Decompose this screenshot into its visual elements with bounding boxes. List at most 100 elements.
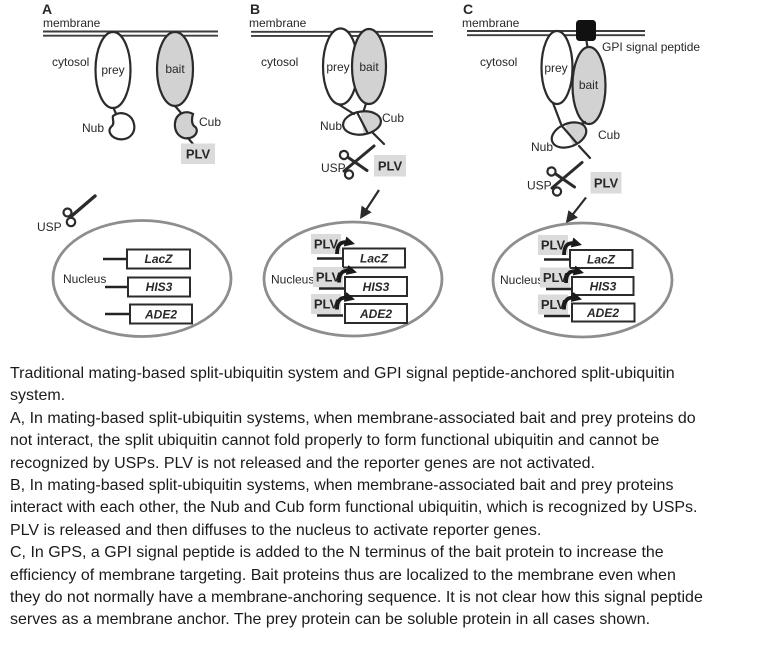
gene-box <box>126 248 191 270</box>
plv-label: PLV <box>186 147 211 162</box>
plv-label: PLV <box>316 270 341 285</box>
caption-line: B, In mating-based split-ubiquitin syste… <box>10 477 674 495</box>
plv-label: PLV <box>314 237 339 252</box>
prey-nub-link <box>336 102 356 116</box>
caption-line: A, In mating-based split-ubiquitin syste… <box>10 409 696 427</box>
nub-label: Nub <box>82 121 104 135</box>
scissors-handle <box>338 149 350 161</box>
caption-line: efficiency of membrane targeting. Bait p… <box>10 566 676 584</box>
caption-line: Traditional mating-based split-ubiquitin… <box>10 365 675 382</box>
plv-box <box>590 172 622 194</box>
prey-ellipse <box>540 29 574 106</box>
plv-box <box>374 155 406 177</box>
bait-ellipse <box>571 45 607 126</box>
nucleus-label: Nucleus <box>271 273 314 287</box>
cub-label: Cub <box>598 128 620 142</box>
plv-label: PLV <box>314 297 339 312</box>
caption-line: they do not normally have a membrane-anc… <box>10 589 703 607</box>
bait-ellipse <box>350 27 388 106</box>
plv-box <box>181 143 215 164</box>
plv-label: PLV <box>541 238 566 253</box>
plv-nuclear-box <box>538 294 568 315</box>
nucleus-label: Nucleus <box>500 273 543 287</box>
scissors-icon <box>338 144 376 180</box>
transcription-arrow-icon <box>564 265 584 284</box>
bait-label: bait <box>359 60 379 74</box>
prey-label: prey <box>544 61 567 75</box>
caption-line: interact with each other, the Nub and Cu… <box>10 499 698 517</box>
plv-tail-link <box>577 144 592 160</box>
caption-line: recognized by USPs. PLV is not released … <box>10 454 595 472</box>
gene-label: LacZ <box>360 252 389 266</box>
transcription-arrow-icon <box>562 237 582 256</box>
gpi-label: GPI signal peptide <box>602 40 700 54</box>
nucleus-label: Nucleus <box>63 272 106 286</box>
plv-label: PLV <box>378 159 403 174</box>
figure-caption: Traditional mating-based split-ubiquitin… <box>10 363 766 632</box>
caption-line: system. <box>10 387 66 405</box>
prey-nub-link <box>551 101 563 126</box>
nub-label: Nub <box>531 140 553 154</box>
gene-box <box>344 276 408 297</box>
plv-label: PLV <box>594 176 619 191</box>
gene-label: LacZ <box>144 252 173 266</box>
gene-box <box>127 276 191 298</box>
panel-a: A membrane cytosol prey Nub bait Cub PLV… <box>37 1 233 338</box>
gene-label: HIS3 <box>363 280 390 294</box>
bait-label: bait <box>579 78 599 92</box>
panel-letter: C <box>463 1 473 17</box>
scissors-blade <box>550 161 584 190</box>
gene-box <box>571 302 636 323</box>
plv-nuclear-box <box>311 234 341 254</box>
gene-box <box>342 247 406 269</box>
scissors-handle <box>62 207 73 218</box>
gpi-square <box>576 20 596 41</box>
nub-cub-divider <box>561 125 578 144</box>
plv-label: PLV <box>543 270 568 285</box>
transcription-arrow-icon <box>337 264 357 283</box>
gene-box <box>344 303 408 324</box>
gene-label: ADE2 <box>359 307 392 321</box>
cub-label: Cub <box>382 111 404 125</box>
caption-line: serves as a membrane anchor. The prey pr… <box>10 611 651 629</box>
gene-box <box>569 249 634 269</box>
panel-b: B membrane cytosol prey bait Nub Cub USP… <box>249 1 444 338</box>
gene-label: ADE2 <box>586 306 619 320</box>
nub-label: Nub <box>320 119 342 133</box>
caption-line: C, In GPS, a GPI signal peptide is added… <box>10 544 664 562</box>
cytosol-label: cytosol <box>52 55 89 69</box>
cub-label: Cub <box>199 115 221 129</box>
release-arrow-icon <box>565 196 587 224</box>
gene-box <box>129 303 193 325</box>
plv-nuclear-box <box>538 235 568 255</box>
plv-label: PLV <box>541 297 566 312</box>
plv-nuclear-box <box>540 267 570 288</box>
scissors-icon <box>62 194 97 228</box>
ubiquitin-fused-oval <box>550 121 588 149</box>
scissors-handle <box>551 186 563 197</box>
prey-label: prey <box>326 60 349 74</box>
membrane-label: membrane <box>43 16 101 30</box>
cub-shape <box>173 111 198 140</box>
ubiquitin-fused-oval <box>342 110 382 136</box>
membrane-label: membrane <box>249 16 307 30</box>
plv-tail-link <box>371 131 386 146</box>
caption-line: PLV is released and then diffuses to the… <box>10 521 542 539</box>
panel-c: C membrane GPI signal peptide cytosol pr… <box>462 1 700 339</box>
nub-shape <box>108 112 136 141</box>
usp-label: USP <box>527 179 552 193</box>
scissors-blade <box>69 194 97 219</box>
plv-nuclear-box <box>313 267 343 287</box>
figure-diagram: A membrane cytosol prey Nub bait Cub PLV… <box>37 1 700 339</box>
release-arrow-icon <box>360 189 380 220</box>
panel-letter: B <box>250 1 260 17</box>
prey-label: prey <box>101 63 124 77</box>
gene-label: LacZ <box>587 253 616 267</box>
scissors-handle <box>546 166 557 177</box>
scissors-handle <box>65 216 77 228</box>
cub-plv-link <box>186 136 195 146</box>
scissors-blade <box>342 144 376 173</box>
transcription-arrow-icon <box>335 236 355 255</box>
cytosol-label: cytosol <box>261 55 298 69</box>
